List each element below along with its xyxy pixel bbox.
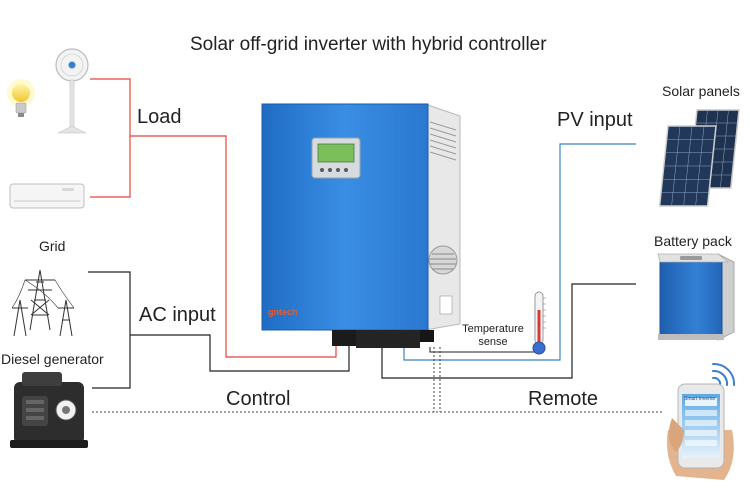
temperature-sense-line1: Temperature — [462, 323, 524, 335]
standing-fan-icon — [55, 48, 89, 134]
temperature-sense-label: Temperature sense — [462, 323, 524, 349]
battery-pack-label: Battery pack — [654, 233, 732, 249]
pv-input-wire — [403, 143, 636, 361]
solar-panels-icon — [658, 109, 740, 207]
diesel-generator-icon — [10, 372, 88, 448]
ac-input-wire — [88, 271, 350, 389]
battery-wire — [381, 283, 636, 379]
load-wire — [90, 78, 337, 358]
smartphone-icon — [667, 362, 736, 480]
thermometer-icon — [532, 291, 546, 355]
light-bulb-icon — [7, 79, 35, 117]
diagram-title: Solar off-grid inverter with hybrid cont… — [190, 34, 547, 55]
battery-pack-icon — [657, 253, 735, 341]
load-label: Load — [137, 106, 182, 128]
control-label: Control — [226, 388, 291, 410]
air-conditioner-icon — [9, 183, 85, 209]
inverter-unit — [261, 103, 461, 348]
remote-label: Remote — [528, 388, 599, 410]
phone-app-name: Smart Inverter — [684, 396, 716, 402]
solar-panels-label: Solar panels — [662, 83, 740, 99]
pv-input-label: PV input — [557, 109, 633, 131]
diesel-generator-label: Diesel generator — [1, 351, 104, 367]
inverter-brand-logo: gntech — [268, 307, 298, 317]
power-tower-icon — [11, 269, 75, 337]
ac-input-label: AC input — [139, 304, 216, 326]
temperature-sense-wire — [429, 347, 540, 353]
temperature-sense-line2: sense — [478, 336, 508, 348]
grid-label: Grid — [39, 238, 66, 254]
control-remote-wire — [92, 347, 663, 413]
